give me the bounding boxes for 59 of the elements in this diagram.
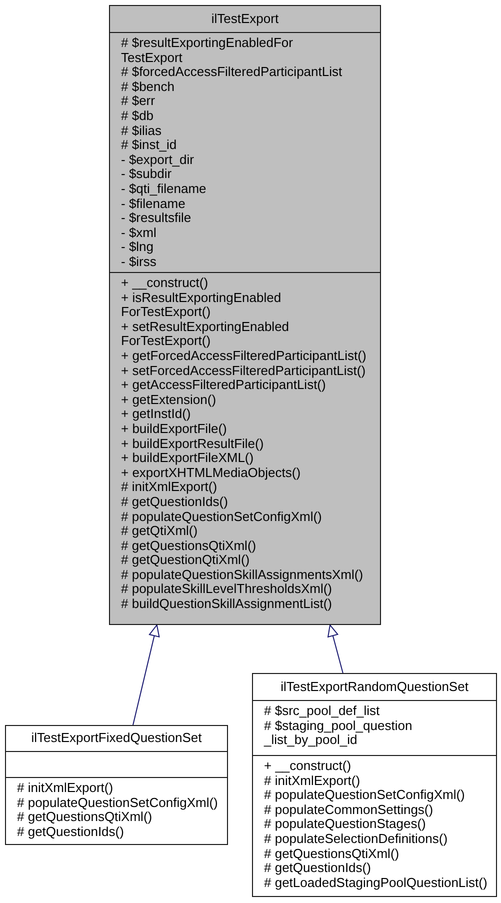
- method-text: # buildQuestionSkillAssignmentList(): [121, 597, 332, 612]
- attribute-text: - $xml: [121, 226, 156, 240]
- attribute-text: - $resultsfile: [121, 211, 192, 226]
- attribute-text: - $subdir: [121, 167, 172, 182]
- class-box: [5, 725, 228, 845]
- method-text: # initXmlExport(): [264, 774, 360, 788]
- attribute-text: # $inst_id: [121, 138, 177, 153]
- attribute-text: - $lng: [121, 240, 154, 255]
- method-text: + buildExportResultFile(): [121, 436, 264, 452]
- method-text: # populateCommonSettings(): [264, 802, 434, 818]
- method-text: # getQuestionIds(): [17, 824, 124, 840]
- inheritance-arrow: [132, 624, 160, 726]
- attribute-text: # $ilias: [121, 124, 162, 138]
- method-text: # getQuestionsQtiXml(): [121, 538, 256, 554]
- method-text: # populateQuestionSkillAssignmentsXml(): [121, 568, 364, 582]
- method-text: # initXmlExport(): [17, 781, 114, 796]
- method-text: # getQuestionIds(): [264, 861, 371, 876]
- attribute-text: - $qti_filename: [121, 182, 206, 197]
- method-text: + buildExportFileXML(): [121, 451, 254, 466]
- class-name: ilTestExport: [210, 10, 280, 28]
- method-text: # populateQuestionSetConfigXml(): [264, 788, 465, 803]
- method-text: + setResultExportingEnabled ForTestExport(): [121, 320, 290, 349]
- class-box: [109, 5, 381, 625]
- method-text: # getQuestionsQtiXml(): [17, 810, 152, 825]
- attribute-text: # $staging_pool_question _list_by_pool_id: [264, 718, 414, 748]
- method-text: + isResultExportingEnabled ForTestExport(): [121, 290, 282, 320]
- method-text: + exportXHTMLMediaObjects(): [121, 466, 301, 480]
- method-text: # populateSelectionDefinitions(): [264, 832, 448, 847]
- method-text: # getLoadedStagingPoolQuestionList(): [264, 876, 488, 890]
- attribute-text: - $export_dir: [121, 152, 194, 168]
- attribute-text: # $err: [121, 94, 155, 109]
- method-text: # populateQuestionStages(): [264, 817, 426, 832]
- method-text: + setForcedAccessFilteredParticipantList(): [121, 364, 366, 378]
- method-text: + getExtension(): [121, 392, 216, 408]
- method-text: # populateQuestionSetConfigXml(): [121, 510, 322, 524]
- attribute-text: # $bench: [121, 80, 174, 94]
- method-text: # getQuestionQtiXml(): [121, 553, 250, 568]
- method-text: # getQtiXml(): [121, 524, 198, 539]
- method-text: # populateQuestionSetConfigXml(): [17, 796, 218, 810]
- class-name: ilTestExportFixedQuestionSet: [30, 729, 203, 748]
- method-text: + getInstId(): [121, 407, 191, 422]
- attribute-text: # $db: [121, 108, 154, 124]
- method-text: + buildExportFile(): [121, 422, 227, 437]
- method-text: + getForcedAccessFilteredParticipantList(): [121, 348, 366, 364]
- method-text: + __construct(): [264, 759, 352, 774]
- class-name: ilTestExportRandomQuestionSet: [280, 678, 470, 696]
- attribute-text: - $irss: [121, 254, 156, 270]
- class-box: [252, 673, 497, 897]
- method-text: # getQuestionIds(): [121, 494, 228, 510]
- method-text: # populateSkillLevelThresholdsXml(): [121, 582, 332, 598]
- attribute-text: # $resultExportingEnabledFor TestExport: [121, 36, 294, 66]
- method-text: # getQuestionsQtiXml(): [264, 846, 400, 862]
- method-text: # initXmlExport(): [121, 480, 218, 495]
- attribute-text: - $filename: [121, 196, 186, 212]
- method-text: + __construct(): [121, 276, 208, 291]
- attribute-text: # $forcedAccessFilteredParticipantList: [121, 65, 342, 80]
- inheritance-arrow: [328, 624, 344, 674]
- attribute-text: # $src_pool_def_list: [264, 704, 380, 719]
- method-text: + getAccessFilteredParticipantList(): [121, 378, 326, 393]
